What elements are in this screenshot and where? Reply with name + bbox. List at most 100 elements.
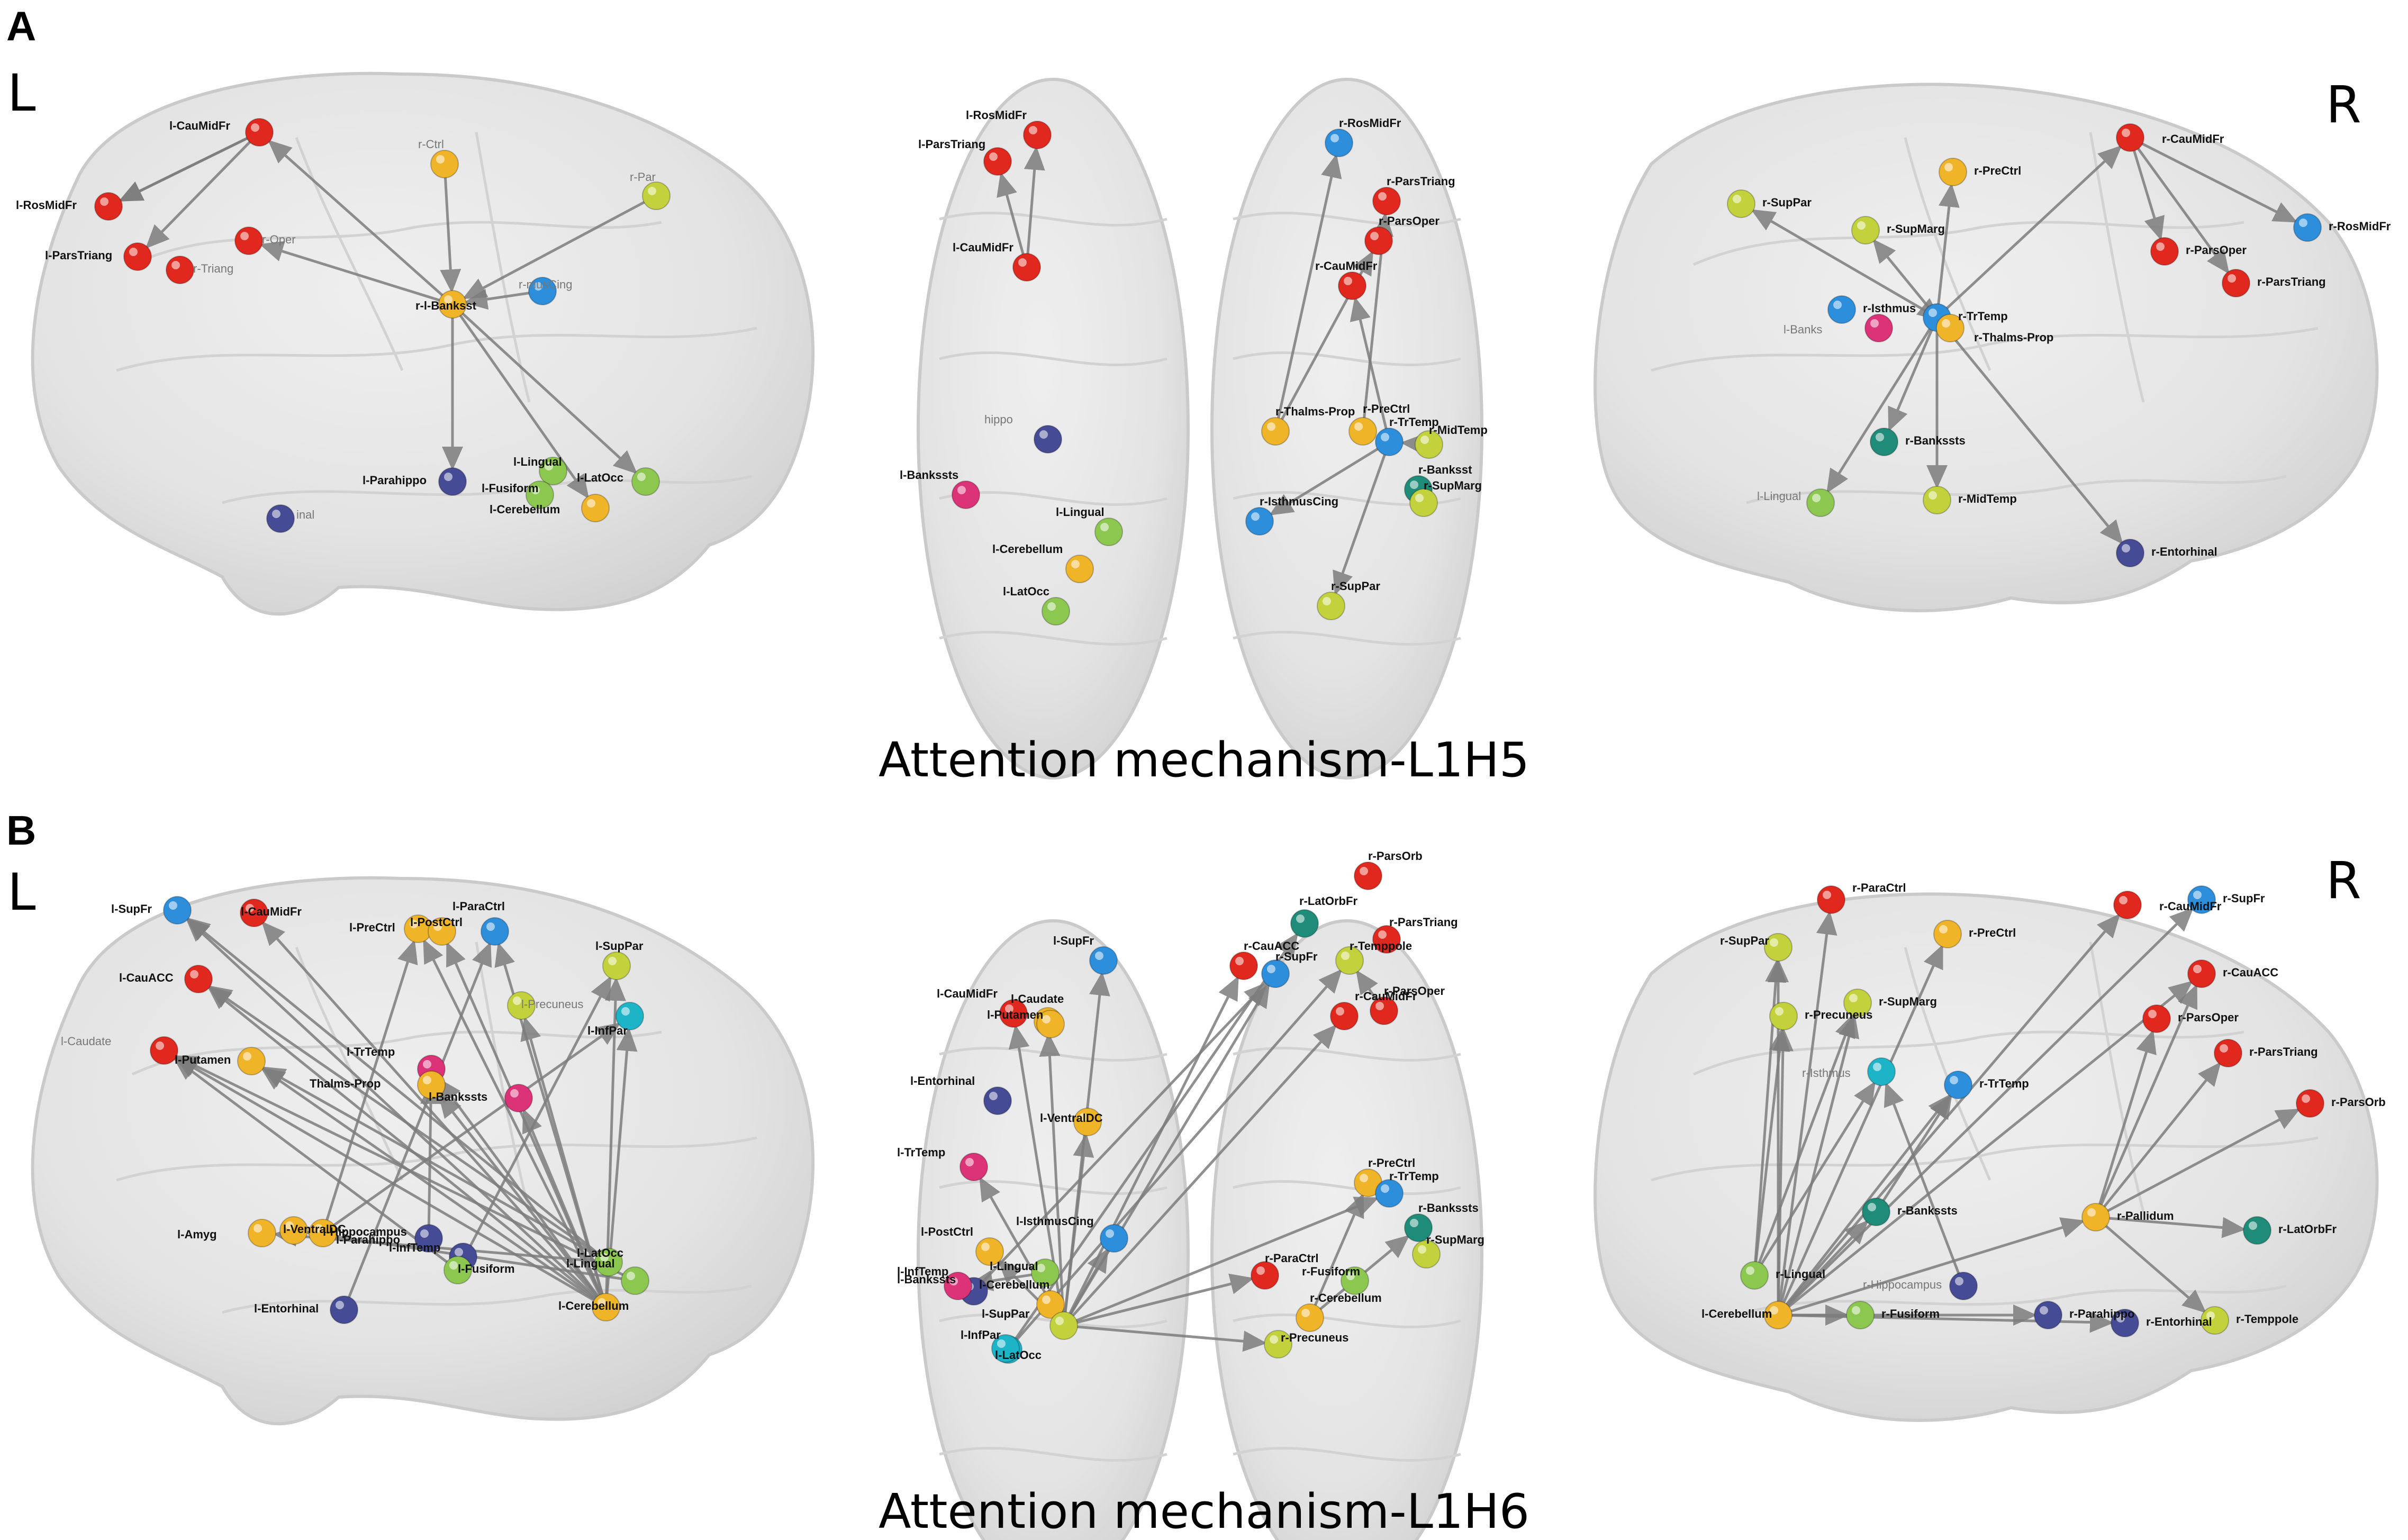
connection-arrow	[1772, 1027, 1794, 1316]
gyrus-line	[116, 1136, 757, 1182]
connection-arrow	[1062, 1133, 1094, 1326]
node-highlight	[1375, 1002, 1384, 1010]
node-highlight	[1267, 965, 1275, 973]
gyrus-line	[295, 137, 404, 371]
region-node-l-rosmidfr	[94, 192, 123, 221]
node-highlight	[1301, 1309, 1310, 1317]
node-highlight	[272, 510, 280, 518]
region-label: r-LatOrbFr	[1299, 894, 1357, 908]
region-label: l-SupFr	[1053, 934, 1094, 947]
region-label: l-ParaCtrl	[452, 900, 505, 913]
region-label: l-VentralDC	[283, 1222, 346, 1236]
gyrus-line	[116, 327, 757, 372]
region-label: l-InfPar	[961, 1328, 1001, 1342]
region-label: l-IsthmusCing	[1016, 1215, 1094, 1228]
region-label: r-ParsOrb	[1368, 849, 1423, 863]
region-label: r-Bankssts	[1418, 1201, 1479, 1215]
region-node-l-parahippo	[438, 467, 467, 496]
connection-arrow	[1777, 1093, 1952, 1316]
node-highlight	[1251, 512, 1260, 521]
node-highlight	[513, 997, 521, 1005]
region-label: r-Parahippo	[2069, 1307, 2134, 1320]
connection-arrow	[440, 164, 461, 294]
connection-arrow	[267, 139, 454, 305]
region-label: l-Bankssts	[897, 1273, 956, 1286]
node-highlight	[246, 904, 254, 912]
gyrus-line	[939, 631, 1167, 646]
region-label: r-SupMarg	[1426, 1233, 1484, 1246]
node-highlight	[1256, 1266, 1265, 1275]
region-label: r-PreCtrl	[1363, 402, 1410, 415]
node-highlight	[1344, 277, 1352, 285]
region-node-r-parstriang	[1372, 187, 1401, 215]
region-label: r-Bankssts	[1905, 434, 1966, 447]
node-highlight	[545, 462, 553, 470]
region-label: hippo	[984, 413, 1013, 426]
gyrus-line	[131, 1030, 662, 1076]
node-highlight	[510, 1089, 519, 1098]
region-node-r-supfr	[1261, 959, 1290, 988]
connection-arrow	[973, 982, 1268, 1292]
region-label: r-ParsTriang	[1387, 175, 1455, 188]
region-node-r-parsorb	[2296, 1089, 2324, 1118]
node-highlight	[2302, 1094, 2310, 1103]
region-label: r-ParsOrb	[2331, 1095, 2386, 1109]
connection-arrow	[420, 1080, 441, 1239]
region-label: l-InfPar	[587, 1024, 628, 1037]
node-highlight	[420, 1229, 429, 1238]
connection-arrow	[462, 194, 657, 300]
region-label: r-Bankssts	[1897, 1204, 1958, 1217]
brain-outline-a-left	[31, 71, 815, 616]
connection-arrow	[1777, 910, 1837, 1316]
node-highlight	[436, 155, 445, 164]
region-node-l-latocc	[1042, 597, 1070, 626]
node-highlight	[1047, 602, 1056, 611]
region-label: l-Bankssts	[900, 468, 958, 482]
node-highlight	[598, 1298, 606, 1307]
region-label: l-Entorhinal	[254, 1302, 319, 1315]
node-highlight	[637, 473, 646, 481]
connection-arrow	[1024, 146, 1045, 268]
node-highlight	[1770, 1306, 1778, 1315]
node-highlight	[1868, 1203, 1876, 1211]
connection-arrow	[1777, 944, 1943, 1316]
node-highlight	[2220, 1044, 2228, 1053]
connection-arrow	[322, 1022, 621, 1235]
node-highlight	[1378, 192, 1387, 201]
region-node-l-supfr	[163, 896, 192, 925]
node-highlight	[1037, 1264, 1045, 1272]
region-node-r-triang	[166, 256, 194, 284]
gyrus-line	[1233, 351, 1461, 366]
region-label: l-Lingual	[1757, 490, 1801, 503]
node-highlight	[444, 473, 452, 481]
region-node-r-caumidfr	[2113, 891, 2142, 919]
region-node-r-isthmuscing	[1245, 507, 1274, 536]
connection-arrow	[1062, 983, 1270, 1327]
region-label: r-CauMidFr	[2162, 132, 2224, 146]
connection-arrow	[1063, 1324, 1268, 1352]
region-label: r-Par	[630, 170, 656, 184]
connection-arrow	[1753, 1027, 1790, 1276]
region-label: l-ParsTriang	[45, 249, 112, 262]
connection-arrow	[2129, 137, 2165, 241]
node-highlight	[1857, 221, 1866, 230]
region-label: r-ParsOper	[1384, 984, 1445, 998]
node-highlight	[2087, 1208, 2096, 1217]
region-node-r-isthmus	[1867, 1057, 1896, 1086]
region-label: r-IsthmusCing	[1260, 495, 1338, 508]
region-label: r-Thalms-Prop	[1974, 331, 2053, 344]
region-node-r-supmarg	[1409, 488, 1438, 517]
node-highlight	[1346, 1272, 1355, 1280]
gyrus-line	[1904, 947, 1991, 1181]
node-highlight	[171, 261, 180, 269]
region-node-r-precuneus	[1769, 1002, 1798, 1030]
region-label: r-TrTemp	[1979, 1077, 2029, 1090]
connection-arrow	[1884, 1082, 1965, 1287]
caption-a: Attention mechanism-L1H5	[878, 732, 1530, 788]
node-highlight	[949, 1277, 958, 1285]
node-highlight	[1336, 1007, 1344, 1016]
node-highlight	[1823, 891, 1831, 899]
region-node-r-par	[642, 182, 671, 210]
node-highlight	[2119, 896, 2128, 904]
node-highlight	[169, 901, 177, 910]
